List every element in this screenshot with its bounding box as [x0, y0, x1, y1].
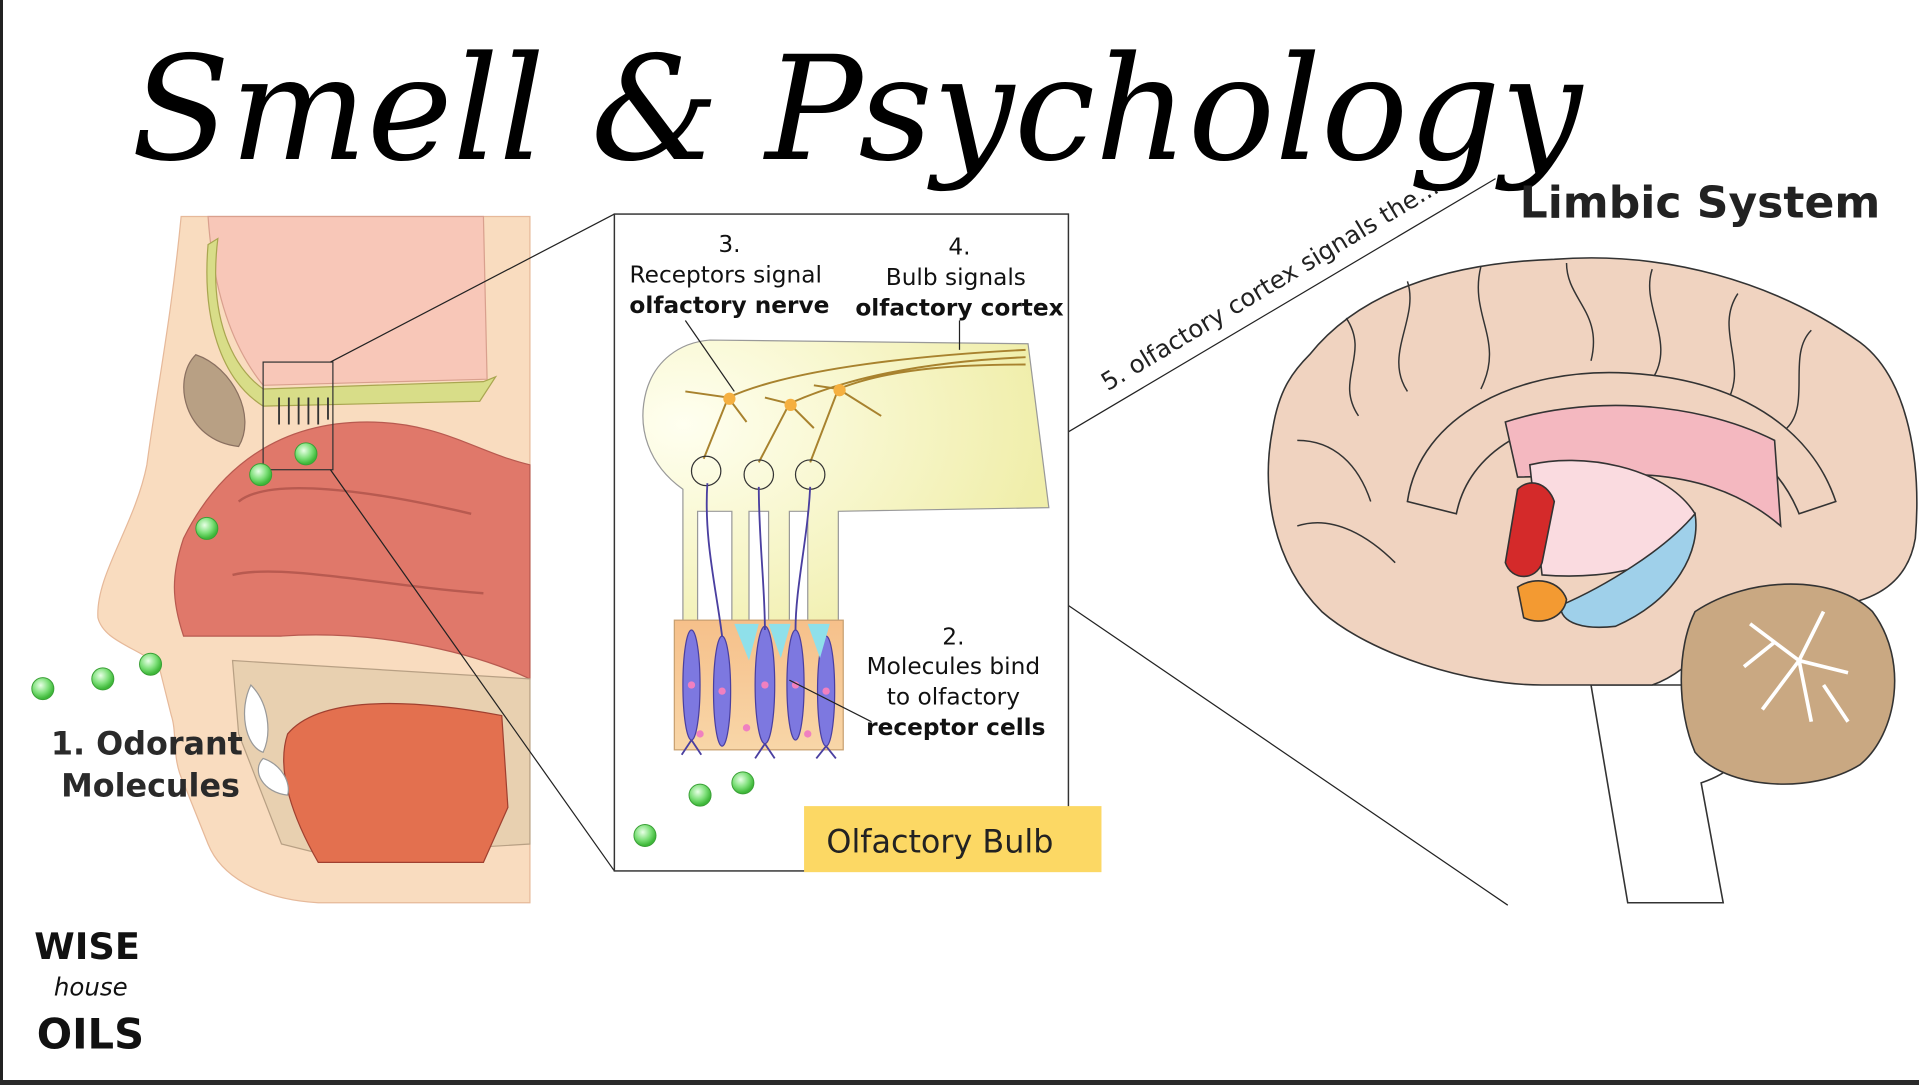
bulb-label: Olfactory Bulb [826, 823, 1053, 861]
molecule [31, 677, 55, 701]
step2-text-2: to olfactory [887, 684, 1020, 711]
molecule [139, 652, 163, 676]
molecule [195, 516, 219, 540]
zoom-region-box [262, 361, 334, 471]
step2-text-1: Molecules bind [867, 653, 1040, 680]
logo-house: house [54, 973, 128, 1002]
step3-number: 3. [718, 231, 740, 258]
molecule [91, 667, 115, 691]
step4-number: 4. [948, 233, 970, 260]
step1-text-1: 1. Odorant [51, 725, 243, 763]
limbic-system-label: Limbic System [1520, 178, 1881, 229]
molecule [688, 783, 712, 807]
left-border [0, 0, 3, 1085]
wise-house-oils-logo: WISE house OILS [34, 925, 144, 1058]
brain-illustration [1267, 257, 1918, 904]
nasal-cavity-illustration [97, 215, 531, 904]
step1-text-2: Molecules [61, 766, 240, 804]
olfactory-bulb-inset [613, 213, 1070, 872]
molecule [249, 463, 273, 487]
step2-emphasis: receptor cells [866, 714, 1045, 741]
step3-text: Receptors signal [630, 262, 822, 289]
step4-emphasis: olfactory cortex [855, 295, 1063, 322]
molecule [294, 442, 318, 466]
bulb-label-box [804, 806, 1102, 873]
page-title: Smell & Psychology [131, 26, 1584, 194]
step4-text: Bulb signals [886, 264, 1026, 291]
logo-wise: WISE [34, 925, 140, 968]
step2-number: 2. [942, 624, 964, 651]
odorant-molecules [31, 442, 755, 847]
molecule [731, 771, 755, 795]
logo-oils: OILS [37, 1009, 144, 1058]
connector-lines [329, 178, 1509, 906]
step3-emphasis: olfactory nerve [629, 292, 829, 319]
bottom-border [0, 1080, 1919, 1085]
molecule [633, 823, 657, 847]
